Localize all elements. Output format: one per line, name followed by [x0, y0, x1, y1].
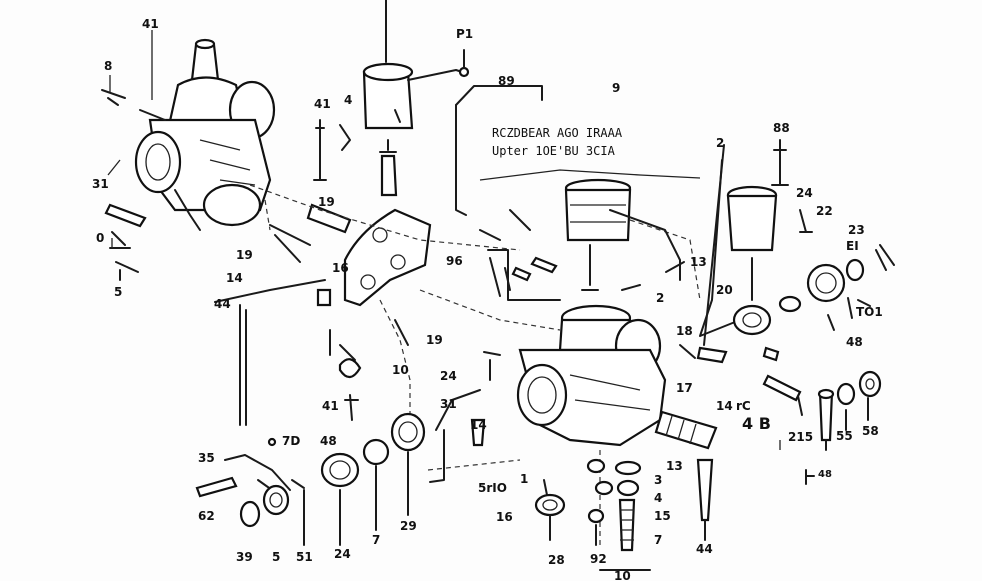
callout-39: 13 [690, 255, 707, 269]
callout-89: 89 [498, 74, 515, 88]
callout-5: 5 [114, 285, 123, 299]
callout-31-b: 31 [440, 397, 457, 411]
callout-14: 14 [226, 271, 243, 285]
callout-p1: P1 [456, 27, 474, 41]
callout-48-b: 48 [320, 434, 337, 448]
callout-29: 29 [400, 519, 417, 533]
linkage-center [214, 203, 432, 426]
callout-55: 55 [836, 429, 853, 443]
callout-24: 24 [796, 186, 813, 200]
callout-8: 8 [104, 59, 113, 73]
callout-14-c: 14 [716, 399, 733, 413]
callout-28: 28 [548, 553, 565, 567]
callout-to1: TO1 [856, 305, 883, 319]
callout-92: 92 [590, 552, 607, 566]
caption-line-2: Upter 1OE'BU 3CIA [492, 144, 615, 158]
callout-48: 48 [846, 335, 863, 349]
callout-16-b: 16 [496, 510, 513, 524]
callout-215: 215 [788, 430, 814, 444]
callout-4: 4 [344, 93, 353, 107]
callout-corner: 9 [612, 81, 621, 95]
callout-10: 10 [392, 363, 409, 377]
callout-23: 23 [848, 223, 865, 237]
callout-ei: EI [846, 239, 859, 253]
callout-4-b: 4 [654, 491, 663, 505]
carburetor-right [516, 159, 741, 450]
caption-line-1: RCZDBEAR AGO IRAAA [492, 126, 623, 140]
callout-19: 19 [318, 195, 335, 209]
parts-upper-left [101, 89, 351, 281]
callout-19-c: 19 [426, 333, 443, 347]
callout-5rio: 5rIO [478, 481, 507, 495]
callout-24-b: 24 [440, 369, 457, 383]
callout-5-b: 5 [272, 550, 281, 564]
callout-58: 58 [862, 424, 879, 438]
callout-31: 31 [92, 177, 109, 191]
callout-51: 51 [296, 550, 313, 564]
callout-88: 88 [773, 121, 790, 135]
callout-39-b: 39 [236, 550, 253, 564]
callout-19-b: 19 [236, 248, 253, 262]
callout-14-b: 14 [470, 418, 487, 432]
callout-18: 18 [676, 324, 693, 338]
callout-41-c: 41 [322, 399, 339, 413]
callout-13: 13 [666, 459, 683, 473]
callout-44-b: 44 [696, 542, 713, 556]
callout-15: 15 [654, 509, 671, 523]
callout-35: 35 [198, 451, 215, 465]
callout-16: 16 [332, 261, 349, 275]
callout-41-b: 41 [314, 97, 331, 111]
callout-7d: 7D [282, 434, 301, 448]
callout-44: 44 [214, 297, 231, 311]
callout-1: 1 [520, 472, 529, 486]
callout-7-b: 7 [654, 533, 663, 547]
callout-7: 7 [372, 533, 381, 547]
callout-3: 3 [654, 473, 663, 487]
float-chamber-middle [479, 169, 701, 301]
callout-rc: rC [736, 399, 751, 413]
callout-96: 96 [446, 254, 463, 268]
callout-22: 22 [816, 204, 833, 218]
assembly-guide-lines [249, 184, 701, 545]
callout-20: 20 [716, 283, 733, 297]
callout-17: 17 [676, 381, 693, 395]
callout-2-right: 2 [716, 136, 725, 150]
callout-48-c: 48 [818, 469, 832, 480]
float-bowl-right [703, 139, 895, 485]
callout-24-c: 24 [334, 547, 351, 561]
callout-41: 41 [142, 17, 159, 31]
callout-62: 62 [198, 509, 215, 523]
parts-lower [195, 351, 714, 571]
callout-0: 0 [96, 231, 105, 245]
carburetor-left [134, 38, 276, 231]
callout-2: 2 [656, 291, 665, 305]
float-bowl-top [362, 0, 543, 216]
leader-lines [107, 30, 781, 450]
callout-10-b: 10 [614, 569, 631, 581]
callout-4b: 4 B [742, 414, 771, 433]
